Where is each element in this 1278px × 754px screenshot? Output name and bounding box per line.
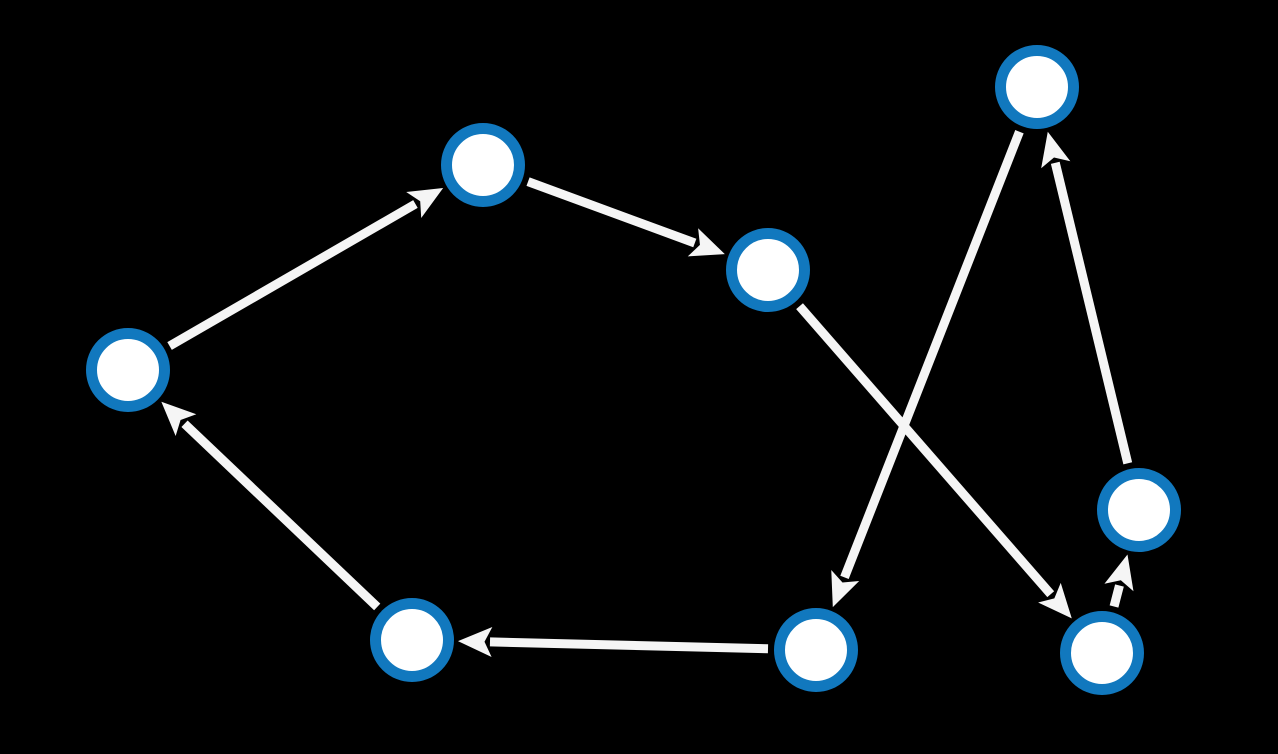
graph-node[interactable]: [370, 598, 454, 682]
node-circle: [995, 45, 1079, 129]
graph-edge[interactable]: [1104, 554, 1134, 608]
node-circle: [441, 123, 525, 207]
graph-node[interactable]: [1097, 468, 1181, 552]
graph-edge[interactable]: [167, 188, 444, 350]
graph-edge[interactable]: [831, 130, 1024, 608]
edge-arrowhead: [687, 228, 725, 257]
graph-node[interactable]: [726, 228, 810, 312]
edge-shaft: [1109, 584, 1124, 608]
edge-arrowhead: [406, 188, 444, 218]
graph-edge[interactable]: [796, 303, 1072, 619]
edge-shaft: [1050, 161, 1133, 465]
edge-arrowhead: [161, 401, 197, 436]
nodes-layer: [86, 45, 1181, 695]
graph-node[interactable]: [995, 45, 1079, 129]
graph-edge[interactable]: [161, 401, 381, 611]
graph-node[interactable]: [86, 328, 170, 412]
edge-shaft: [181, 420, 381, 611]
edge-arrowhead: [1038, 582, 1072, 619]
edge-arrowhead: [1104, 554, 1134, 592]
edge-shaft: [489, 637, 769, 654]
edge-shaft: [526, 177, 697, 248]
node-circle: [774, 608, 858, 692]
edge-arrowhead: [1041, 131, 1071, 169]
graph-node[interactable]: [441, 123, 525, 207]
node-circle: [370, 598, 454, 682]
node-circle: [726, 228, 810, 312]
edge-arrowhead: [457, 626, 493, 657]
edges-layer: [161, 130, 1134, 657]
edge-shaft: [840, 130, 1024, 580]
graph-edge[interactable]: [1041, 131, 1133, 465]
edge-arrowhead: [831, 570, 860, 608]
graph-edge[interactable]: [457, 626, 769, 657]
graph-node[interactable]: [1060, 611, 1144, 695]
node-circle: [1097, 468, 1181, 552]
graph-edge[interactable]: [526, 177, 725, 257]
graph-node[interactable]: [774, 608, 858, 692]
edge-shaft: [796, 303, 1055, 598]
node-circle: [1060, 611, 1144, 695]
edge-shaft: [167, 200, 418, 350]
node-circle: [86, 328, 170, 412]
